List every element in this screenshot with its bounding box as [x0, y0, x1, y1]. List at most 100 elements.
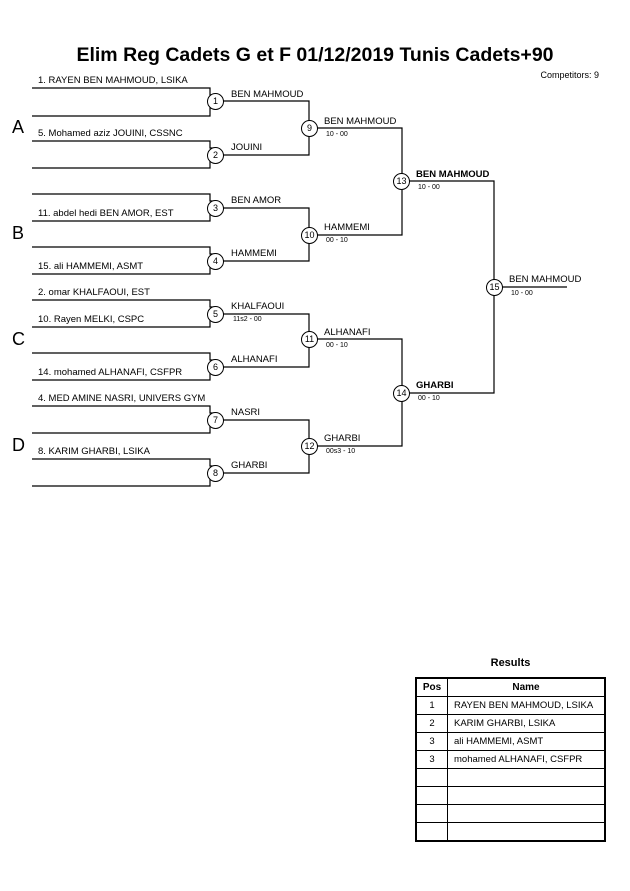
result-name: KARIM GHARBI, LSIKA	[447, 714, 606, 733]
match-number: 1	[207, 93, 224, 110]
match-score: 11s2 - 00	[233, 316, 262, 323]
match-winner: HAMMEMI	[231, 248, 277, 259]
match-winner: ALHANAFI	[231, 354, 278, 365]
champion-name: BEN MAHMOUD	[509, 274, 582, 285]
table-row: 3 ali HAMMEMI, ASMT	[415, 732, 606, 751]
table-header-row: Pos Name	[415, 677, 606, 697]
match-score: 00s3 - 10	[326, 448, 356, 455]
match-number: 4	[207, 253, 224, 270]
match-score: 10 - 00	[326, 131, 348, 138]
page-title: Elim Reg Cadets G et F 01/12/2019 Tunis …	[76, 44, 554, 66]
table-row	[415, 786, 606, 805]
result-pos: 3	[415, 750, 448, 769]
match-number: 8	[207, 465, 224, 482]
bracket-line	[223, 136, 310, 156]
entrant-name: 8. KARIM GHARBI, LSIKA	[38, 446, 150, 457]
result-pos	[415, 768, 448, 787]
match-number: 15	[486, 279, 503, 296]
bracket-line	[32, 160, 216, 169]
match-score: 10 - 00	[418, 184, 440, 191]
table-row	[415, 768, 606, 787]
pool-label: B	[12, 223, 25, 243]
result-name	[447, 768, 606, 787]
result-pos	[415, 804, 448, 823]
table-row: 2 KARIM GHARBI, LSIKA	[415, 714, 606, 733]
table-row: 1 RAYEN BEN MAHMOUD, LSIKA	[415, 696, 606, 715]
table-row	[415, 804, 606, 823]
match-number: 11	[301, 331, 318, 348]
table-row: 3 mohamed ALHANAFI, CSFPR	[415, 750, 606, 769]
bracket-line	[32, 425, 216, 434]
bracket-line	[223, 100, 310, 121]
bracket-line	[223, 313, 310, 332]
entrant-name: 1. RAYEN BEN MAHMOUD, LSIKA	[38, 75, 188, 86]
entrant-name: 2. omar KHALFAOUI, EST	[38, 287, 150, 298]
match-score: 00 - 10	[326, 342, 348, 349]
pos-header: Pos	[415, 677, 448, 697]
bracket-line	[223, 243, 310, 262]
match-winner: GHARBI	[324, 433, 361, 444]
bracket-line	[32, 246, 216, 255]
bracket-line	[32, 193, 216, 202]
entrant-name: 10. Rayen MELKI, CSPC	[38, 314, 145, 325]
match-winner: BEN MAHMOUD	[416, 169, 490, 180]
match-winner: KHALFAOUI	[231, 301, 285, 312]
match-score: 00 - 10	[418, 395, 440, 402]
match-winner: BEN MAHMOUD	[324, 116, 397, 127]
match-number: 6	[207, 359, 224, 376]
match-score: 00 - 10	[326, 237, 348, 244]
entrant-name: 14. mohamed ALHANAFI, CSFPR	[38, 367, 183, 378]
competitors-count: Competitors: 9	[540, 70, 599, 80]
bracket-line	[223, 454, 310, 474]
bracket-line	[409, 295, 495, 394]
bracket-line	[316, 338, 403, 386]
match-number: 5	[207, 306, 224, 323]
match-number: 12	[301, 438, 318, 455]
result-pos	[415, 822, 448, 842]
bracket-line	[316, 401, 403, 447]
entrant-name: 5. Mohamed aziz JOUINI, CSSNC	[38, 128, 183, 139]
match-winner: BEN AMOR	[231, 195, 282, 206]
bracket-line	[32, 299, 216, 308]
pool-label: C	[12, 329, 25, 349]
bracket-line	[32, 405, 216, 414]
bracket-line	[223, 347, 310, 368]
bracket-line	[409, 180, 495, 280]
match-number: 14	[393, 385, 410, 402]
bracket-line	[32, 458, 216, 467]
match-number: 2	[207, 147, 224, 164]
match-winner: HAMMEMI	[324, 222, 370, 233]
result-name: ali HAMMEMI, ASMT	[447, 732, 606, 751]
bracket-line	[32, 87, 216, 96]
table-row	[415, 822, 606, 842]
result-name: RAYEN BEN MAHMOUD, LSIKA	[447, 696, 606, 715]
entrant-name: 4. MED AMINE NASRI, UNIVERS GYM	[38, 393, 206, 404]
match-number: 3	[207, 200, 224, 217]
bracket-line	[32, 140, 216, 149]
bracket-line	[32, 478, 216, 487]
result-name	[447, 804, 606, 823]
match-winner: JOUINI	[231, 142, 263, 153]
match-score: 10 - 00	[511, 290, 533, 297]
bracket-line	[32, 352, 216, 361]
result-name	[447, 822, 606, 842]
bracket-line	[223, 207, 310, 228]
entrant-name: 11. abdel hedi BEN AMOR, EST	[38, 208, 174, 219]
match-winner: GHARBI	[231, 460, 268, 471]
result-pos: 2	[415, 714, 448, 733]
result-pos: 1	[415, 696, 448, 715]
result-pos: 3	[415, 732, 448, 751]
result-name	[447, 786, 606, 805]
pool-label: A	[12, 117, 25, 137]
match-winner: ALHANAFI	[324, 327, 371, 338]
match-number: 7	[207, 412, 224, 429]
bracket-line	[316, 127, 403, 174]
match-number: 13	[393, 173, 410, 190]
result-name: mohamed ALHANAFI, CSFPR	[447, 750, 606, 769]
result-pos	[415, 786, 448, 805]
match-winner: BEN MAHMOUD	[231, 89, 304, 100]
bracket-line	[32, 107, 216, 117]
results-title: Results	[490, 657, 531, 669]
bracket-line	[223, 419, 310, 439]
match-winner: NASRI	[231, 407, 261, 418]
